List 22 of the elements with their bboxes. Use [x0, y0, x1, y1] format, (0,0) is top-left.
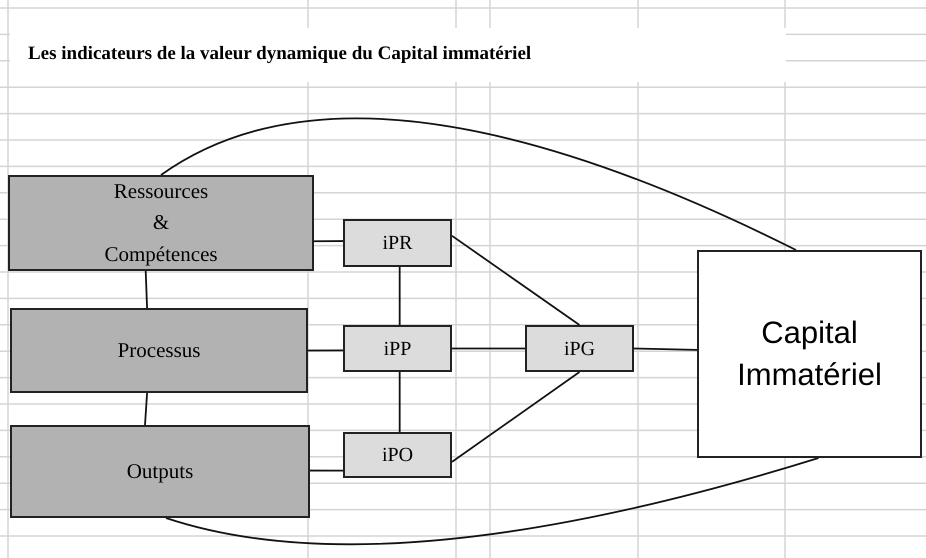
connector-line	[451, 371, 580, 463]
indicator-box: iPO	[343, 432, 452, 478]
indicator-box: iPP	[343, 325, 452, 372]
indicator-box: iPG	[525, 325, 634, 372]
connector-line	[144, 392, 148, 426]
process-box: Outputs	[10, 425, 310, 518]
connector-line	[166, 457, 819, 546]
connector-line	[308, 349, 343, 352]
connector-line	[452, 348, 525, 350]
connector-line	[160, 118, 796, 251]
connector-line	[310, 470, 343, 472]
process-box: Processus	[10, 308, 308, 393]
connector-line	[634, 348, 698, 351]
diagram-title: Les indicateurs de la valeur dynamique du Capital immatériel	[28, 42, 532, 66]
connector-line	[314, 240, 343, 242]
indicator-box: iPR	[343, 219, 452, 267]
connector-line	[398, 372, 401, 432]
connector-line	[451, 235, 580, 326]
process-box: Capital Immatériel	[697, 250, 922, 458]
process-box: Ressources & Compétences	[8, 175, 314, 271]
connector-line	[144, 270, 148, 308]
connector-line	[398, 267, 401, 325]
